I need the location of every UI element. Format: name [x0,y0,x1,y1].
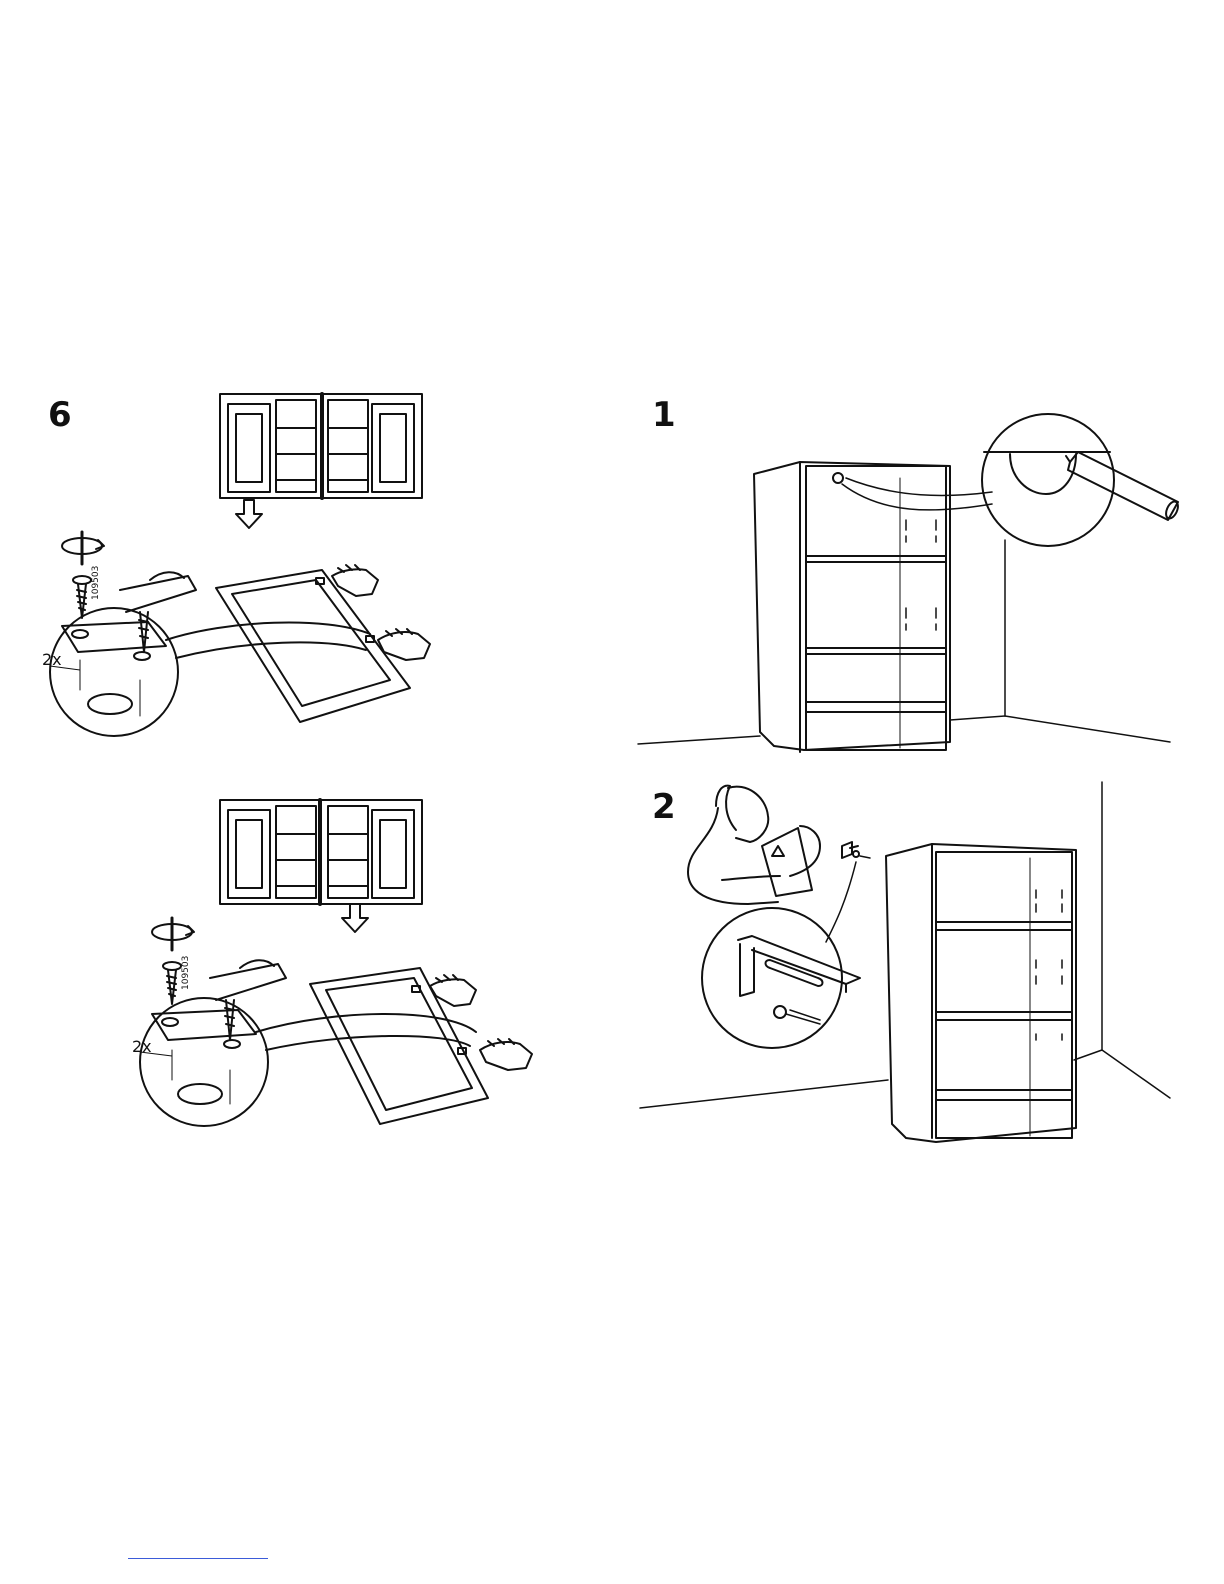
part-code-label: 109503 [91,566,101,600]
step6-upper-group: 109503 2x [42,394,430,736]
cabinet-door-left-diagram [220,394,422,498]
step2-group [640,782,1170,1142]
door-panel-2 [310,968,488,1124]
wall-bracket-small-icon [842,842,870,858]
cabinet-door-right-diagram [220,800,422,904]
pencil-icon [1066,452,1180,520]
footer-link-rule [128,1558,268,1559]
screw-icon-2 [163,962,181,1004]
pointing-hand-icon-4 [480,1039,532,1070]
floor-line-2 [640,1080,888,1108]
bracket-detail-circle [702,908,842,1048]
bookcase [754,462,950,752]
floor-line [638,736,760,744]
quantity-label: 2x [42,650,62,669]
hinge-detail-circle [50,608,178,736]
quantity-label-2: 2x [132,1037,152,1056]
person-reading-icon [688,786,820,904]
step1-group [638,414,1180,752]
down-arrow-icon [236,500,262,528]
screw-icon [73,576,91,618]
down-arrow-icon-2 [342,904,368,932]
step6-lower-group: 109503 2x [132,800,532,1126]
mark-hole-icon [1010,454,1076,494]
hinge-detail-circle-2 [140,998,268,1126]
bookcase-2 [886,844,1076,1142]
part-code-label-2: 109503 [181,956,191,990]
pencil-detail-circle [982,414,1114,546]
